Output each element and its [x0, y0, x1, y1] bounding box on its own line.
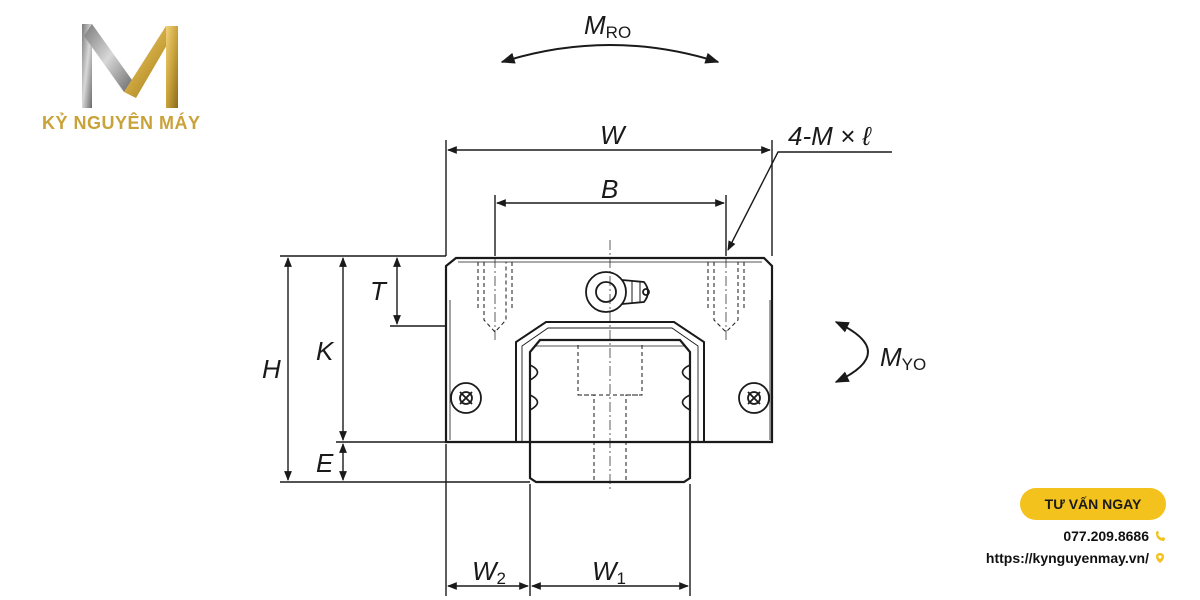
label-thread-spec: 4-M × ℓ — [788, 121, 872, 151]
seal-screw-left — [450, 382, 482, 414]
label-width: W — [600, 120, 627, 150]
phone-row[interactable]: 077.209.8686 — [1063, 528, 1166, 544]
block-channel — [449, 300, 771, 440]
threaded-hole-left — [477, 262, 513, 333]
label-rail-width: W1 — [592, 556, 626, 588]
moment-roll-arrow — [500, 44, 720, 64]
label-moment-roll: MRO — [584, 10, 631, 42]
phone-number[interactable]: 077.209.8686 — [1063, 528, 1149, 544]
brand-name: KỶ NGUYÊN MÁY — [42, 113, 201, 133]
grease-nipple — [585, 271, 650, 313]
brand-logo[interactable]: KỶ NGUYÊN MÁY — [30, 18, 230, 148]
label-flange-thickness: T — [370, 276, 388, 306]
label-rail-clearance: E — [316, 448, 334, 478]
consult-now-button[interactable]: TƯ VẤN NGAY — [1020, 488, 1166, 520]
label-side-offset: W2 — [472, 556, 506, 588]
label-bolt-span: B — [601, 174, 618, 204]
seal-screw-right — [738, 382, 770, 414]
rail — [528, 338, 692, 484]
thread-leader — [727, 151, 892, 251]
m-logo-icon — [82, 24, 178, 108]
phone-icon — [1156, 531, 1165, 541]
label-height: H — [262, 354, 281, 384]
label-block-height: K — [316, 336, 335, 366]
label-moment-yaw: MYO — [880, 342, 926, 374]
website-row[interactable]: https://kynguyenmay.vn/ — [986, 550, 1166, 566]
block-outline — [444, 256, 774, 444]
threaded-hole-right — [707, 262, 745, 333]
location-pin-icon — [1156, 553, 1164, 563]
moment-yaw-arrow — [834, 321, 869, 383]
website-link[interactable]: https://kynguyenmay.vn/ — [985, 550, 1149, 566]
